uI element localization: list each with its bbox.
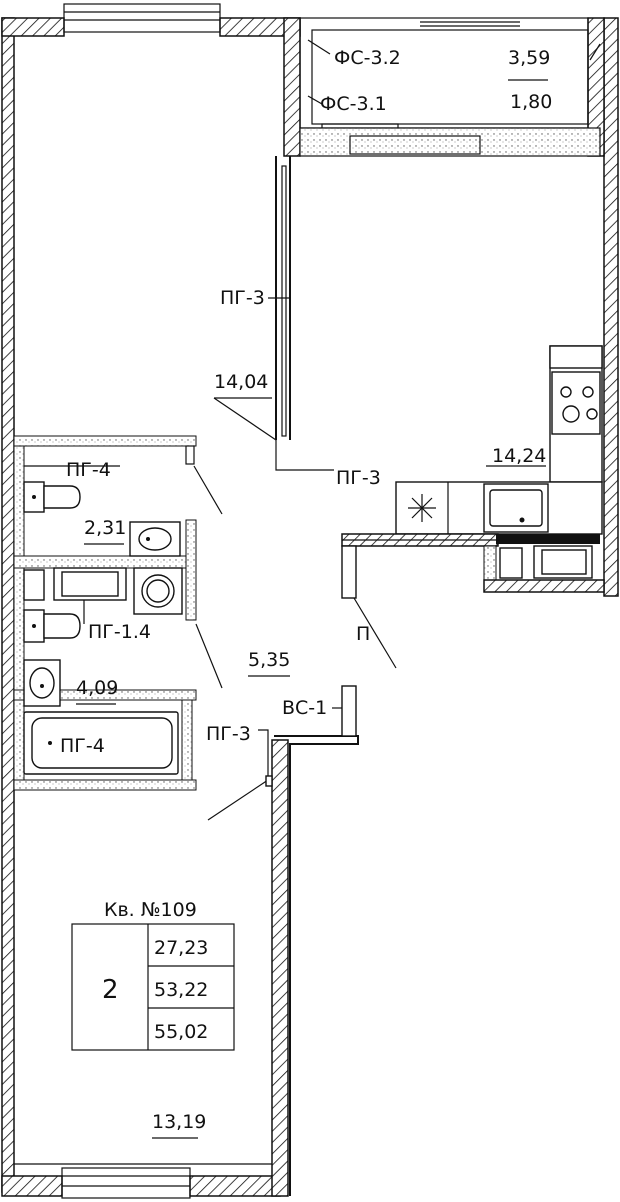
label-pg-cut: П	[356, 623, 370, 645]
exterior-walls	[1, 3, 619, 1199]
top-window	[63, 3, 221, 33]
area-balcony-reduced: 1,80	[510, 91, 552, 113]
label-pg14: ПГ-1.4	[88, 621, 151, 643]
label-pg3-living-wall: ПГ-3	[220, 287, 265, 309]
area-bathroom: 4,09	[76, 677, 118, 699]
total-area-with-balcony: 55,02	[154, 1021, 208, 1043]
sink-icon	[129, 521, 181, 557]
apartment-summary: Кв. №109 2 27,23 53,22 55,02	[71, 899, 235, 1051]
radiator-icon	[533, 545, 593, 579]
label-pg4-bath: ПГ-4	[60, 735, 105, 757]
balcony	[299, 17, 601, 157]
label-pg4-wc: ПГ-4	[66, 459, 111, 481]
toilet-icon	[23, 481, 81, 513]
label-pg3-bedroom: ПГ-3	[206, 723, 251, 745]
living-partition	[213, 156, 334, 471]
washing-machine-icon	[133, 567, 183, 615]
label-pg3-living-door: ПГ-3	[336, 467, 381, 489]
kitchen	[341, 345, 605, 669]
stove-icon	[551, 371, 601, 435]
area-kitchen: 14,24	[492, 445, 546, 467]
label-fs31: ФС-3.1	[320, 93, 387, 115]
bottom-window	[61, 1167, 191, 1199]
living-area: 27,23	[154, 937, 208, 959]
area-bedroom: 13,19	[152, 1111, 206, 1133]
fan-icon	[408, 494, 436, 522]
hall	[207, 685, 357, 821]
area-balcony-full: 3,59	[508, 47, 550, 69]
apartment-title: Кв. №109	[104, 899, 197, 921]
wet-zone	[13, 435, 223, 791]
area-wc: 2,31	[84, 517, 126, 539]
kitchen-sink-icon	[483, 483, 549, 533]
area-hall: 5,35	[248, 649, 290, 671]
label-vs1: ВС-1	[282, 697, 327, 719]
total-area: 53,22	[154, 979, 208, 1001]
toilet-icon-2	[23, 609, 81, 643]
labels: ФС-3.2 ФС-3.1 3,59 1,80 ПГ-3 14,04 ПГ-3 …	[60, 47, 552, 1139]
room-count: 2	[102, 975, 119, 1005]
bathtub-icon	[23, 711, 179, 775]
area-living: 14,04	[214, 371, 268, 393]
bathroom-sink-icon	[23, 659, 61, 707]
label-fs32: ФС-3.2	[334, 47, 401, 69]
